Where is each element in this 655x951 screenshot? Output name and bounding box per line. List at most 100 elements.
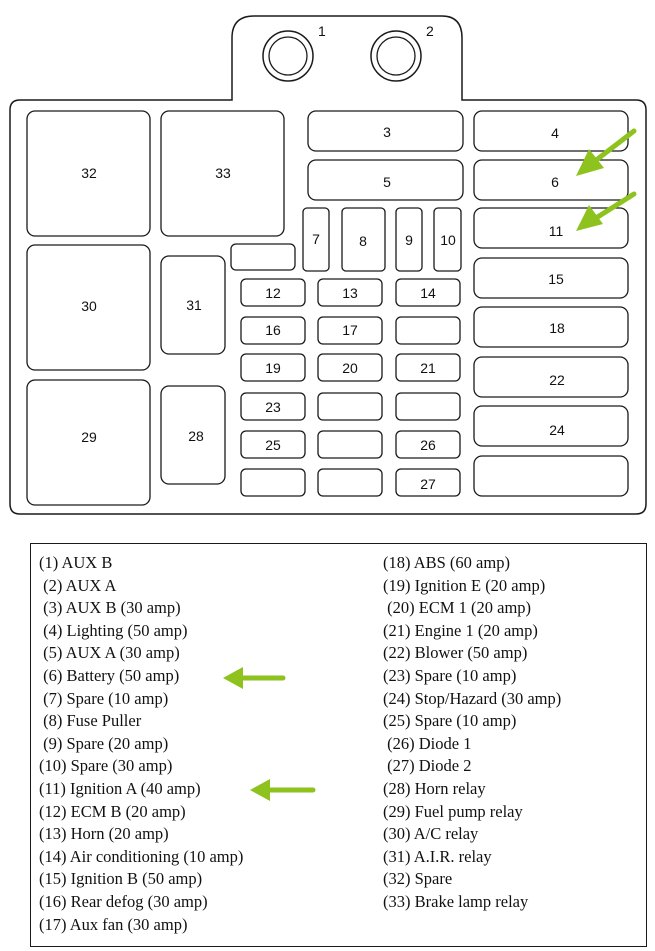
fuse-16 [240, 316, 306, 345]
legend-item: (4) Lighting (50 amp) [39, 620, 188, 640]
fuse-label-33: 33 [215, 165, 231, 181]
fuse-10 [433, 207, 462, 272]
arrow-icon [250, 779, 316, 801]
legend-item: (32) Spare [383, 869, 453, 889]
legend-item: (19) Ignition E (20 amp) [383, 575, 546, 595]
fuse-label-20: 20 [342, 360, 358, 376]
fuse-14 [395, 278, 461, 307]
legend-item: (2) AUX A [39, 575, 117, 595]
legend-item: (5) AUX A (30 amp) [39, 643, 180, 663]
fuse-label-16: 16 [265, 322, 281, 338]
fuse-label-3: 3 [383, 124, 391, 140]
fuse-label-28: 28 [188, 428, 204, 444]
relay-31 [160, 255, 226, 355]
fuse-label-15: 15 [548, 271, 564, 287]
legend-item: (25) Spare (10 amp) [383, 711, 517, 731]
fuse-8 [341, 207, 386, 272]
legend-item: (23) Spare (10 amp) [383, 665, 517, 685]
arrow-icon [223, 667, 286, 689]
post-1 [262, 30, 314, 82]
legend-item: (13) Horn (20 amp) [39, 824, 169, 844]
legend-item: (10) Spare (30 amp) [39, 756, 173, 776]
legend-arrows [223, 667, 316, 801]
legend-item: (7) Spare (10 amp) [39, 688, 169, 708]
fuse-5 [307, 159, 464, 201]
post-label-2: 2 [426, 23, 434, 39]
fuse-label-29: 29 [81, 429, 97, 445]
relay-29 [26, 379, 151, 506]
fuse-label-4: 4 [551, 125, 559, 141]
legend-item: (29) Fuel pump relay [383, 801, 523, 821]
fuse-25 [240, 430, 306, 459]
fuse-label-5: 5 [383, 174, 391, 190]
legend-item: (3) AUX B (30 amp) [39, 598, 181, 618]
legend-item: (12) ECM B (20 amp) [39, 801, 186, 821]
fuse-label-30: 30 [81, 298, 97, 314]
legend-item: (27) Diode 2 [383, 756, 472, 776]
empty-slot [395, 392, 461, 421]
fuse-label-23: 23 [265, 399, 281, 415]
fuse-label-24: 24 [549, 422, 565, 438]
fuse-label-8: 8 [359, 233, 367, 249]
fuse-label-22: 22 [549, 372, 565, 388]
legend-item: (28) Horn relay [383, 778, 486, 798]
fuse-label-21: 21 [420, 360, 436, 376]
legend-item: (15) Ignition B (50 amp) [39, 869, 203, 889]
fuse-27 [395, 468, 461, 497]
fuse-label-11: 11 [549, 223, 564, 239]
legend-box: (1) AUX B (2) AUX A (3) AUX B (30 amp) (… [30, 543, 647, 947]
legend-item: (26) Diode 1 [383, 733, 472, 753]
relay-32 [26, 110, 151, 237]
fuse-label-9: 9 [405, 232, 413, 248]
fuse-label-25: 25 [265, 437, 281, 453]
fuse-box-diagram: 1 2 32 30 29 33 31 28 3 5 7 8 9 10 12 13… [9, 15, 647, 515]
fuse-24 [473, 405, 629, 447]
empty-slot [395, 316, 461, 345]
fuse-label-7: 7 [312, 231, 320, 247]
fuse-4 [473, 110, 629, 152]
relay-28 [160, 385, 226, 485]
legend-item: (8) Fuse Puller [39, 711, 142, 731]
fuse-7 [302, 207, 330, 272]
relay-30 [26, 244, 151, 371]
legend-left-column: (1) AUX B (2) AUX A (3) AUX B (30 amp) (… [39, 552, 243, 936]
empty-slot [317, 392, 383, 421]
empty-slot [230, 243, 296, 271]
fuse-label-27: 27 [420, 476, 436, 492]
fuse-26 [395, 430, 461, 459]
legend-item: (21) Engine 1 (20 amp) [383, 620, 538, 640]
fuse-3 [307, 110, 464, 152]
fuse-9 [395, 207, 423, 272]
arrow-icon [576, 128, 637, 176]
legend-right-column: (18) ABS (60 amp) (19) Ignition E (20 am… [383, 552, 561, 914]
legend-item: (30) A/C relay [383, 824, 479, 844]
post-label-1: 1 [318, 23, 326, 39]
legend-item: (9) Spare (20 amp) [39, 733, 169, 753]
empty-slot [317, 430, 383, 459]
fuse-label-14: 14 [420, 285, 436, 301]
legend-item: (16) Rear defog (30 amp) [39, 891, 208, 911]
fuse-label-31: 31 [186, 297, 202, 313]
empty-slot [317, 468, 383, 497]
fuse-label-10: 10 [440, 232, 456, 248]
fuse-label-19: 19 [265, 360, 281, 376]
fuse-21 [395, 353, 461, 382]
fuse-label-6: 6 [551, 174, 559, 190]
legend-item: (1) AUX B [39, 553, 113, 572]
legend-item: (24) Stop/Hazard (30 amp) [383, 688, 562, 708]
fuse-23 [240, 392, 306, 421]
fuse-13 [317, 278, 383, 307]
fuse-22 [473, 356, 629, 398]
fuse-12 [240, 278, 306, 307]
legend-item: (18) ABS (60 amp) [383, 553, 510, 572]
fuse-label-18: 18 [549, 320, 565, 336]
fuse-20 [317, 353, 383, 382]
fuse-label-17: 17 [342, 322, 358, 338]
fuse-label-26: 26 [420, 437, 436, 453]
legend-item: (6) Battery (50 amp) [39, 665, 180, 685]
empty-slot [240, 468, 306, 497]
legend-item: (20) ECM 1 (20 amp) [383, 598, 532, 618]
legend-item: (22) Blower (50 amp) [383, 643, 528, 663]
post-2 [370, 30, 422, 82]
fuse-label-13: 13 [342, 285, 358, 301]
